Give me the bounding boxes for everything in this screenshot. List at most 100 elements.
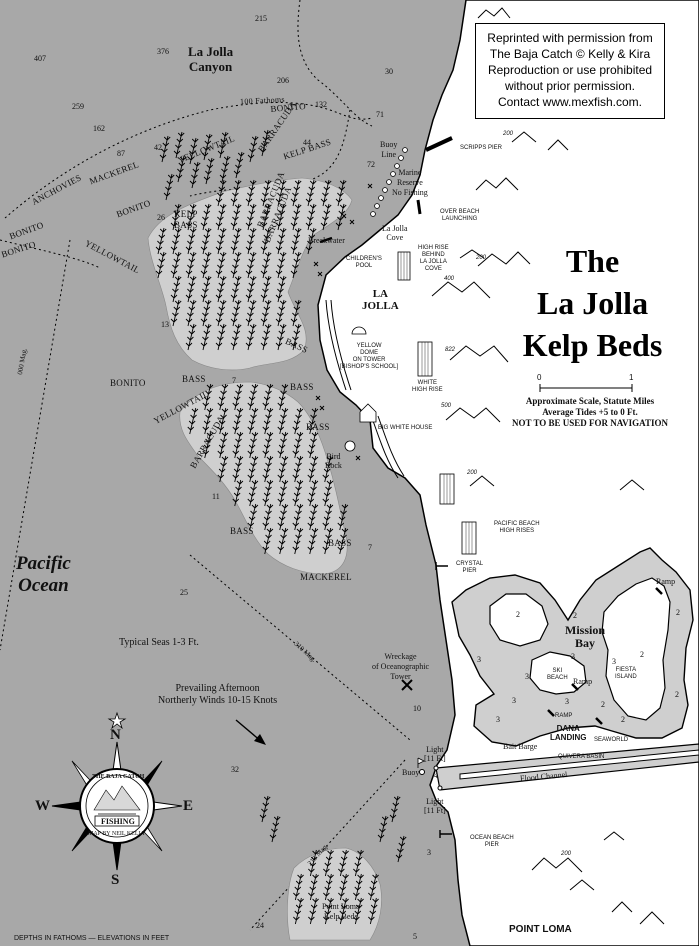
bird-rock-label: Bird Rock: [325, 452, 342, 470]
depth-sounding: 259: [72, 102, 84, 111]
map-title: The La Jolla Kelp Beds: [505, 240, 680, 366]
over-beach-label: OVER BEACH LAUNCHING: [440, 209, 480, 222]
kelp-strand: [293, 897, 304, 925]
buoy-marker: [419, 769, 425, 775]
canyon-contour-3: [0, 239, 101, 269]
kelp-strand: [320, 203, 332, 231]
seaworld-label: SEAWORLD: [594, 737, 629, 743]
kelp-strand: [260, 299, 272, 327]
kelp-strand: [247, 479, 259, 507]
kelp-strand: [323, 849, 334, 877]
kelp-strand: [230, 299, 242, 327]
elevation-label: 400: [444, 276, 455, 282]
elevation-label: 822: [445, 347, 456, 353]
kelp-strand: [368, 873, 379, 901]
kelp-strand: [247, 503, 259, 531]
kelp-strand: [163, 173, 175, 201]
species-label: BASS: [306, 422, 330, 432]
kelp-strand: [215, 323, 227, 351]
canyon-contour-1: [297, 0, 373, 127]
species-label: BASS: [328, 538, 352, 548]
ocean-beach-pier-label: OCEAN BEACH PIER: [470, 835, 514, 848]
elevation-label: 200: [561, 851, 572, 857]
compass-south: S: [111, 872, 120, 888]
marine-reserve-label: Marine Reserve No Fishing: [392, 168, 428, 197]
bait-barge-label: Bait Barge: [503, 742, 538, 751]
elevation-label: 200: [503, 131, 514, 137]
depth-sounding: 72: [367, 160, 375, 169]
ski-beach-label: SKI BEACH: [547, 668, 568, 681]
kelp-strand: [185, 323, 197, 351]
kelp-strand: [323, 897, 334, 925]
point-loma-kelp-label: Point Loma Kelp Beds: [322, 902, 360, 921]
scale-end: 1: [629, 373, 634, 382]
white-high-rise-label: WHITE HIGH RISE: [412, 380, 443, 393]
kelp-strand: [170, 251, 182, 279]
kelp-strand: [200, 299, 212, 327]
buoy-line: [370, 147, 408, 217]
species-label: BASS: [182, 374, 206, 384]
kelp-strand: [187, 407, 199, 435]
species-label: BASS: [230, 526, 254, 536]
kelp-strand: [262, 455, 274, 483]
kelp-strand: [215, 203, 227, 231]
vacation-island: [529, 651, 587, 695]
badge-bottom-text: MAP BY NEIL KELLY: [88, 831, 146, 837]
kelp-strand: [260, 203, 272, 231]
kelp-strand: [308, 897, 319, 925]
kelp-strand: [338, 849, 349, 877]
depth-sounding: 24: [256, 921, 264, 930]
quivera-basin-label: QUIVERA BASIN: [558, 754, 605, 760]
scale-label: Approximate Scale, Statute Miles: [525, 396, 655, 406]
kelp-strand: [395, 835, 407, 863]
kelp-strand: [262, 383, 274, 411]
high-rise-cove-label: HIGH RISE BEHIND LA JOLLA COVE: [418, 245, 449, 272]
kelp-strand: [200, 323, 212, 351]
kelp-strand: [353, 849, 364, 877]
ramp-label: Ramp: [573, 677, 593, 686]
kelp-strand: [185, 227, 197, 255]
kelp-strand: [277, 383, 289, 411]
winds-label: Prevailing Afternoon Northerly Winds 10-…: [158, 683, 278, 706]
kelp-strand: [335, 179, 347, 207]
typical-seas-label: Typical Seas 1-3 Ft.: [119, 637, 199, 648]
kelp-strand: [307, 407, 319, 435]
elevation-label: 500: [441, 403, 452, 409]
title-line: Kelp Beds: [522, 327, 663, 363]
badge-mid-text: FISHING: [101, 817, 135, 826]
depth-sounding: 44: [303, 138, 311, 147]
scripps-pier-label: SCRIPPS PIER: [460, 145, 503, 151]
kelp-strand: [275, 227, 287, 255]
title-line: The: [565, 243, 620, 279]
depth-sounding: 10: [413, 704, 421, 713]
kelp-strand: [322, 527, 334, 555]
la-jolla-cove-label: La Jolla Cove: [382, 224, 408, 242]
crystal-pier: [435, 562, 448, 570]
kelp-strand: [307, 503, 319, 531]
big-white-house-icon: [359, 403, 377, 423]
permission-line: The Baja Catch © Kelly & Kira: [489, 47, 651, 61]
kelp-strand: [173, 131, 185, 159]
kelp-strand: [307, 527, 319, 555]
depth-sounding: 2: [676, 608, 680, 617]
kelp-strand: [292, 407, 304, 435]
wind-arrowhead: [254, 734, 266, 745]
kelp-strand: [215, 299, 227, 327]
kelp-strand: [337, 527, 349, 555]
permission-line: without prior permission.: [504, 79, 636, 93]
kelp-strand: [338, 897, 349, 925]
depth-sounding: 2: [516, 610, 520, 619]
depth-sounding: 215: [255, 14, 267, 23]
compass-west: W: [35, 798, 50, 814]
kelp-strand: [292, 527, 304, 555]
crown-point: [489, 593, 549, 647]
depth-sounding: 3: [477, 655, 481, 664]
bearing-line-215: [249, 759, 406, 931]
depth-sounding: 3: [427, 848, 431, 857]
species-label: BONITO: [110, 378, 146, 388]
wreckage-label: Wreckage of Oceanographic Tower: [372, 652, 430, 681]
species-label: BASS: [290, 382, 314, 392]
tides-label: Average Tides +5 to 0 Ft.: [542, 407, 638, 417]
kelp-strand: [245, 227, 257, 255]
kelp-strand: [277, 455, 289, 483]
